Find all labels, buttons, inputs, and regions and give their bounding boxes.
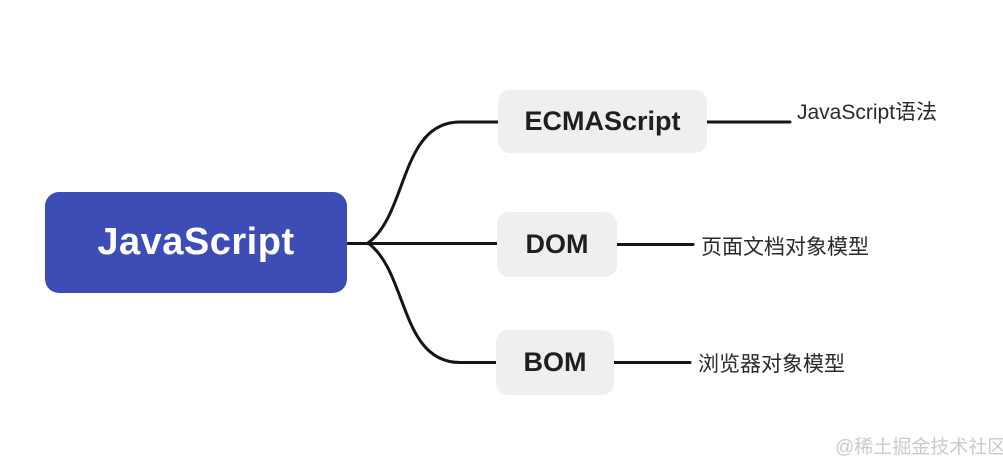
leaf-node-dom-description[interactable]: 页面文档对象模型 [701,236,869,259]
root-node-javascript[interactable]: JavaScript [45,192,347,293]
branch-node-ecmascript[interactable]: ECMAScript [498,90,707,153]
leaf-node-javascript-syntax[interactable]: JavaScript语法 [797,101,938,124]
connector-root-ecmascript [366,120,500,245]
connector-root-bom [366,241,498,364]
leaf-node-bom-description[interactable]: 浏览器对象模型 [698,353,845,376]
branch-node-bom[interactable]: BOM [496,330,614,395]
watermark-text: @稀土掘金技术社区 [835,437,1003,458]
branch-node-dom[interactable]: DOM [497,212,617,277]
